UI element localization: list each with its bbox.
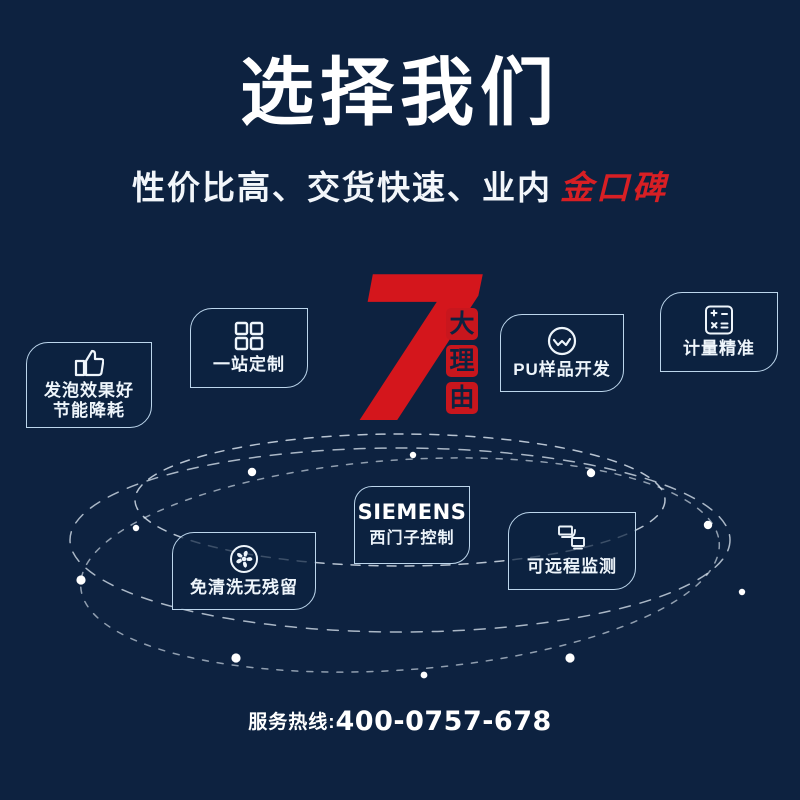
vertical-char-3: 由 [446,382,478,414]
badge-label-line1: PU样品开发 [513,359,611,379]
hotline-number[interactable]: 400-0757-678 [335,706,552,737]
remote-monitor-icon [555,525,589,553]
hotline-caption: 服务热线: [248,712,336,733]
page-title: 选择我们 [240,51,560,134]
calculator-icon [703,305,735,335]
feature-badge-siemens[interactable]: SIEMENS 西门子控制 [354,486,470,564]
badge-label-line2: 节能降耗 [53,401,125,420]
feature-badge-custom[interactable]: 一站定制 [190,308,308,388]
thumbs-up-icon [74,349,104,377]
badge-label-line1: 一站定制 [213,354,285,374]
page-subtitle: 性价比高、交货快速、业内金口碑 [0,168,800,208]
badge-label-line1: 西门子控制 [369,529,455,547]
badge-label-line1: 计量精准 [683,338,755,358]
vertical-char-2: 理 [446,345,478,377]
badge-label-line1: 免清洗无残留 [190,577,298,597]
vertical-char-1: 大 [446,308,478,340]
feature-badge-pu-sample[interactable]: PU样品开发 [500,314,624,392]
subtitle-highlight-text: 金口碑 [560,169,668,206]
feature-badge-remote-monitor[interactable]: 可远程监测 [508,512,636,590]
feature-badge-no-clean[interactable]: 免清洗无残留 [172,532,316,610]
feature-badge-foam[interactable]: 发泡效果好 节能降耗 [26,342,152,428]
vertical-reason-label: 大 理 由 [446,308,478,414]
siemens-wordmark: SIEMENS [357,499,467,524]
hotline-footer: 服务热线:400-0757-678 [0,706,800,737]
feature-badge-metering[interactable]: 计量精准 [660,292,778,372]
badge-label-line1: 发泡效果好 [44,380,134,400]
subtitle-plain-text: 性价比高、交货快速、业内 [132,169,552,206]
badge-label-line1: 可远程监测 [527,556,617,576]
fan-circle-icon [229,544,259,574]
grid-four-squares-icon [234,321,264,351]
wave-circle-icon [547,326,577,356]
